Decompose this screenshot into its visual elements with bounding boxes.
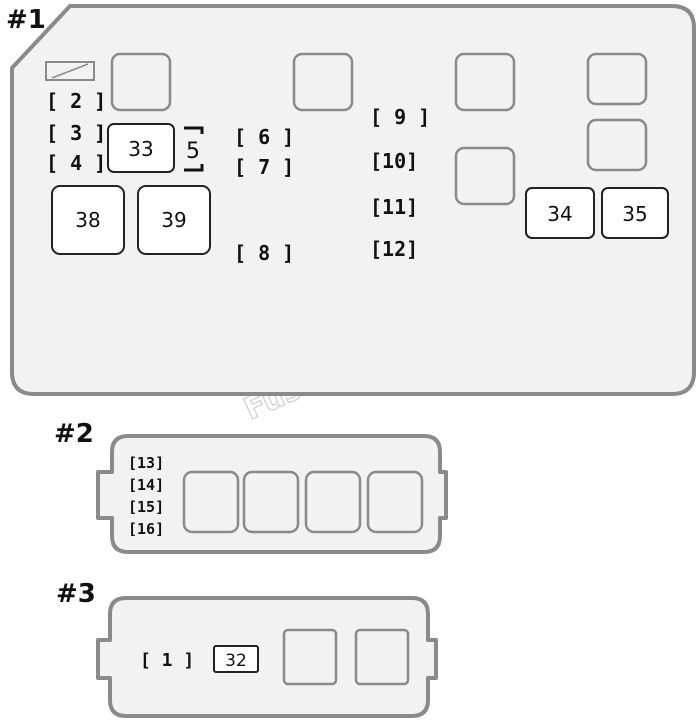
fuse-label-13: [13] [128, 454, 164, 472]
fuse-label-4: [ 4 ] [46, 151, 106, 175]
panel2-empty-slot [304, 470, 362, 534]
fuse-label-15: [15] [128, 498, 164, 516]
panel3-heading: #3 [56, 579, 96, 609]
relay-5-bracket [184, 126, 204, 172]
panel1-empty-slot [454, 146, 516, 206]
fuse-label-16: [16] [128, 520, 164, 538]
relay-33-label: 33 [128, 137, 153, 161]
panel3-empty-slot [282, 628, 338, 686]
fuse-label-8: [ 8 ] [234, 241, 294, 265]
relay-33-box [107, 123, 175, 173]
relay-38-label: 38 [75, 208, 100, 232]
panel2-heading: #2 [54, 419, 94, 449]
relay-32-label: 32 [225, 651, 247, 671]
panel3-empty-slot [354, 628, 410, 686]
fuse-label-1: [ 1 ] [140, 650, 194, 671]
panel2-empty-slot [182, 470, 240, 534]
relay-34-label: 34 [547, 202, 572, 226]
relay-39-label: 39 [161, 208, 186, 232]
fuse-label-2: [ 2 ] [46, 89, 106, 113]
panel3-outline [96, 596, 438, 718]
panel2-empty-slot [366, 470, 424, 534]
relay-35-box [601, 187, 669, 239]
panel1-heading: #1 [6, 5, 46, 35]
fuse-label-12: [12] [370, 237, 418, 261]
panel1-hatched-part [45, 61, 95, 81]
panel1-empty-slot [454, 52, 516, 112]
panel1-empty-slot [586, 52, 648, 106]
panel1-empty-slot [110, 52, 172, 112]
fuse-label-7: [ 7 ] [234, 155, 294, 179]
fuse-label-14: [14] [128, 476, 164, 494]
fuse-label-11: [11] [370, 195, 418, 219]
relay-32-box [213, 645, 259, 673]
relay-39-box [137, 185, 211, 255]
fuse-label-6: [ 6 ] [234, 125, 294, 149]
fuse-label-9: [ 9 ] [370, 105, 430, 129]
relay-35-label: 35 [622, 202, 647, 226]
panel1-empty-slot [586, 118, 648, 172]
relay-38-box [51, 185, 125, 255]
panel2-empty-slot [242, 470, 300, 534]
fuse-label-10: [10] [370, 149, 418, 173]
relay-34-box [525, 187, 595, 239]
panel1-empty-slot [292, 52, 354, 112]
panel1-outline [10, 4, 696, 396]
relay-5-label: 5 [186, 139, 200, 164]
fuse-label-3: [ 3 ] [46, 121, 106, 145]
